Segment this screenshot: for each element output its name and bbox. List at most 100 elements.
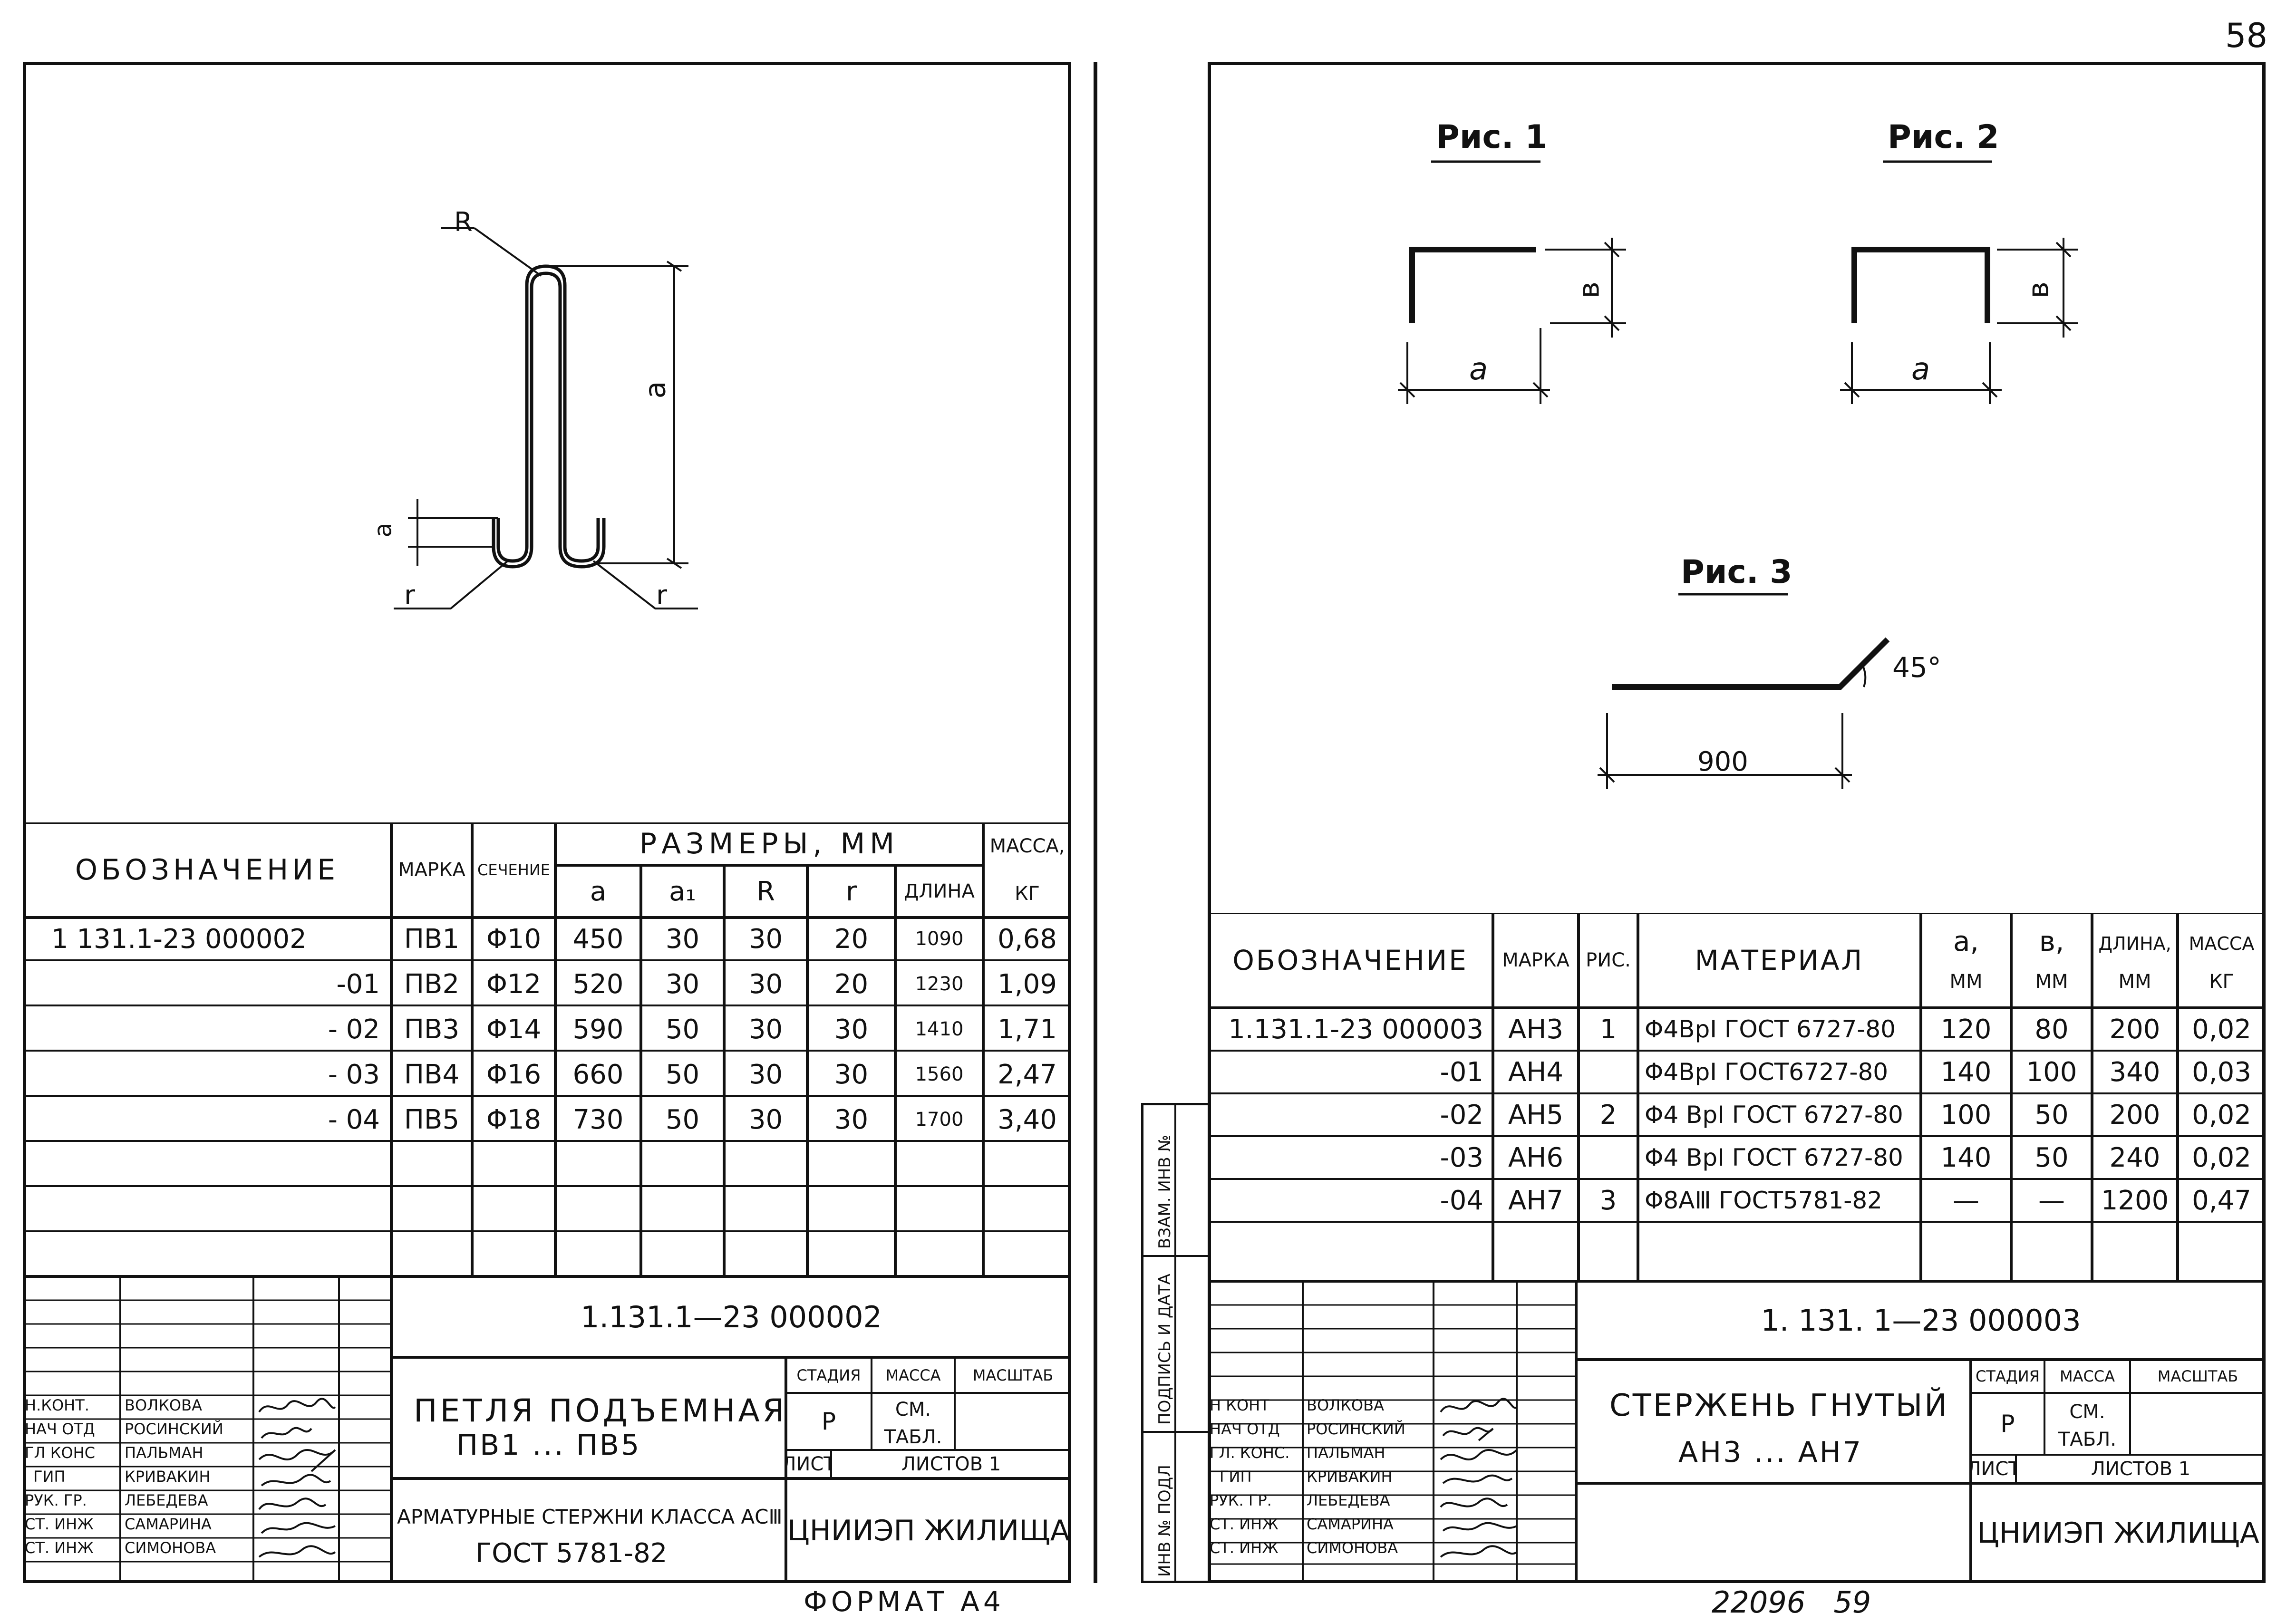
row-length: 340 xyxy=(2109,1056,2160,1088)
row-r: 30 xyxy=(834,1059,869,1090)
row-a: 140 xyxy=(1940,1142,1992,1173)
rth-length: ДЛИНА, xyxy=(2098,933,2171,954)
staff-name: СИМОНОВА xyxy=(1307,1539,1398,1557)
staff-role: НАЧ ОТД xyxy=(25,1420,95,1438)
staff-role: СТ. ИНЖ xyxy=(25,1539,94,1557)
row-mark: ПВ2 xyxy=(404,968,460,1000)
row-designation: -01 xyxy=(1440,1056,1483,1088)
row-r: 20 xyxy=(834,968,869,1000)
row-mark: АН4 xyxy=(1508,1056,1564,1088)
row-length: 1090 xyxy=(915,928,964,950)
th-dims: РАЗМЕРЫ, ММ xyxy=(639,827,900,860)
row-mass: 0,47 xyxy=(2192,1185,2251,1216)
th-a1: a₁ xyxy=(669,876,696,907)
row-designation: - 04 xyxy=(328,1104,380,1135)
staff-role: РУК. ГР. xyxy=(25,1491,87,1509)
row-r: 20 xyxy=(834,923,869,955)
side-stamp-divider xyxy=(1174,1103,1176,1583)
row-fig: 3 xyxy=(1599,1185,1617,1216)
row-section: Φ10 xyxy=(486,923,542,955)
row-R: 30 xyxy=(748,1104,783,1135)
sheet-label: ЛИСТ xyxy=(1971,1458,2016,1480)
th-mass: МАССА, xyxy=(989,835,1065,857)
row-a: 730 xyxy=(572,1104,624,1135)
row-mark: АН3 xyxy=(1508,1014,1564,1045)
staff-name: САМАРИНА xyxy=(1307,1515,1394,1533)
side-stamp-2: ПОДПИСЬ И ДАТА xyxy=(1155,1274,1174,1425)
row-a: 120 xyxy=(1940,1014,1992,1045)
left-signatures xyxy=(258,1398,336,1558)
doc-title-line1: СТЕРЖЕНЬ ГНУТЫЙ xyxy=(1609,1388,1949,1423)
row-mass: 0,03 xyxy=(2192,1056,2251,1088)
sheets-label: ЛИСТОВ 1 xyxy=(2091,1458,2191,1480)
row-designation: -04 xyxy=(1440,1185,1483,1216)
material-line2: ГОСТ 5781-82 xyxy=(475,1538,668,1569)
staff-name: КРИВАКИН xyxy=(1307,1468,1393,1486)
stage-value: Р xyxy=(2000,1410,2015,1438)
row-a: 590 xyxy=(572,1014,624,1045)
row-R: 30 xyxy=(748,1059,783,1090)
row-r: 30 xyxy=(834,1104,869,1135)
rth-mass: МАССА xyxy=(2189,933,2255,954)
loop-drawing xyxy=(394,227,698,609)
row-b: — xyxy=(2038,1185,2065,1216)
row-section: Φ16 xyxy=(486,1059,542,1090)
fig1-label-b: в xyxy=(1572,281,1606,299)
row-fig: 2 xyxy=(1599,1099,1617,1130)
th-section: СЕЧЕНИЕ xyxy=(477,861,550,879)
row-a: 140 xyxy=(1940,1056,1992,1088)
row-section: Φ14 xyxy=(486,1014,542,1045)
rth-length-unit: ММ xyxy=(2118,971,2151,993)
row-fig xyxy=(1579,1136,1638,1179)
th-a: a xyxy=(590,876,607,907)
row-designation: - 02 xyxy=(328,1014,380,1045)
side-stamp-1: ВЗАМ. ИНВ № xyxy=(1155,1135,1174,1249)
right-sheet-frame xyxy=(1208,62,2266,1583)
row-b: 50 xyxy=(2034,1099,2069,1130)
rth-mark: МАРКА xyxy=(1502,949,1569,971)
row-mass: 0,02 xyxy=(2192,1014,2251,1045)
staff-name: ВОЛКОВА xyxy=(1307,1396,1384,1414)
mass-value-1: СМ. xyxy=(2069,1401,2105,1423)
scale-label: МАСШТАБ xyxy=(2157,1367,2238,1385)
footer-numbers: 22096 59 xyxy=(1712,1585,1871,1620)
row-material: Φ4ВрⅠ ГОСТ6727-80 xyxy=(1645,1058,1889,1086)
mass-label: МАССА xyxy=(2059,1367,2115,1385)
rth-designation: ОБОЗНАЧЕНИЕ xyxy=(1232,944,1468,976)
row-mass: 1,09 xyxy=(998,968,1057,1000)
staff-name: КРИВАКИН xyxy=(125,1468,211,1486)
row-mass: 1,71 xyxy=(998,1014,1057,1045)
row-mass: 2,47 xyxy=(998,1059,1057,1090)
staff-role: Н.КОНТ. xyxy=(25,1396,89,1414)
doc-title-line2: ПВ1 ... ПВ5 xyxy=(456,1429,641,1462)
staff-role: ГЛ КОНС xyxy=(25,1444,96,1462)
stage-value: Р xyxy=(821,1408,836,1435)
row-length: 1200 xyxy=(2101,1185,2169,1216)
doc-code: 1. 131. 1—23 000003 xyxy=(1761,1303,2081,1338)
th-length: ДЛИНА xyxy=(904,880,975,902)
row-mark: ПВ1 xyxy=(404,923,460,955)
fig1-title: Рис. 1 xyxy=(1436,118,1548,156)
staff-role: РУК. ГР. xyxy=(1210,1491,1272,1509)
row-a: 660 xyxy=(572,1059,624,1090)
label-r-right: r xyxy=(656,580,668,611)
rth-b: в, xyxy=(2039,925,2064,957)
th-r: r xyxy=(845,876,857,907)
org-name: ЦНИИЭП ЖИЛИЩА xyxy=(787,1514,1070,1547)
row-mark: ПВ4 xyxy=(404,1059,460,1090)
staff-role: ГИП xyxy=(33,1468,66,1486)
row-length: 200 xyxy=(2109,1014,2160,1045)
label-r-left: r xyxy=(404,580,416,611)
mass-value-1: СМ. xyxy=(895,1399,931,1420)
material-line1: АРМАТУРНЫЕ СТЕРЖНИ КЛАССА АСⅢ xyxy=(397,1505,783,1528)
staff-role: СТ. ИНЖ xyxy=(25,1515,94,1533)
row-length: 240 xyxy=(2109,1142,2160,1173)
stage-label: СТАДИЯ xyxy=(796,1366,861,1384)
row-a: 450 xyxy=(572,923,624,955)
scale-label: МАСШТАБ xyxy=(972,1366,1054,1384)
row-length: 1410 xyxy=(915,1018,964,1040)
row-mark: ПВ3 xyxy=(404,1014,460,1045)
th-mark: МАРКА xyxy=(398,859,465,881)
label-a1: a xyxy=(369,522,397,538)
staff-name: ЛЕБЕДЕВА xyxy=(125,1491,208,1509)
